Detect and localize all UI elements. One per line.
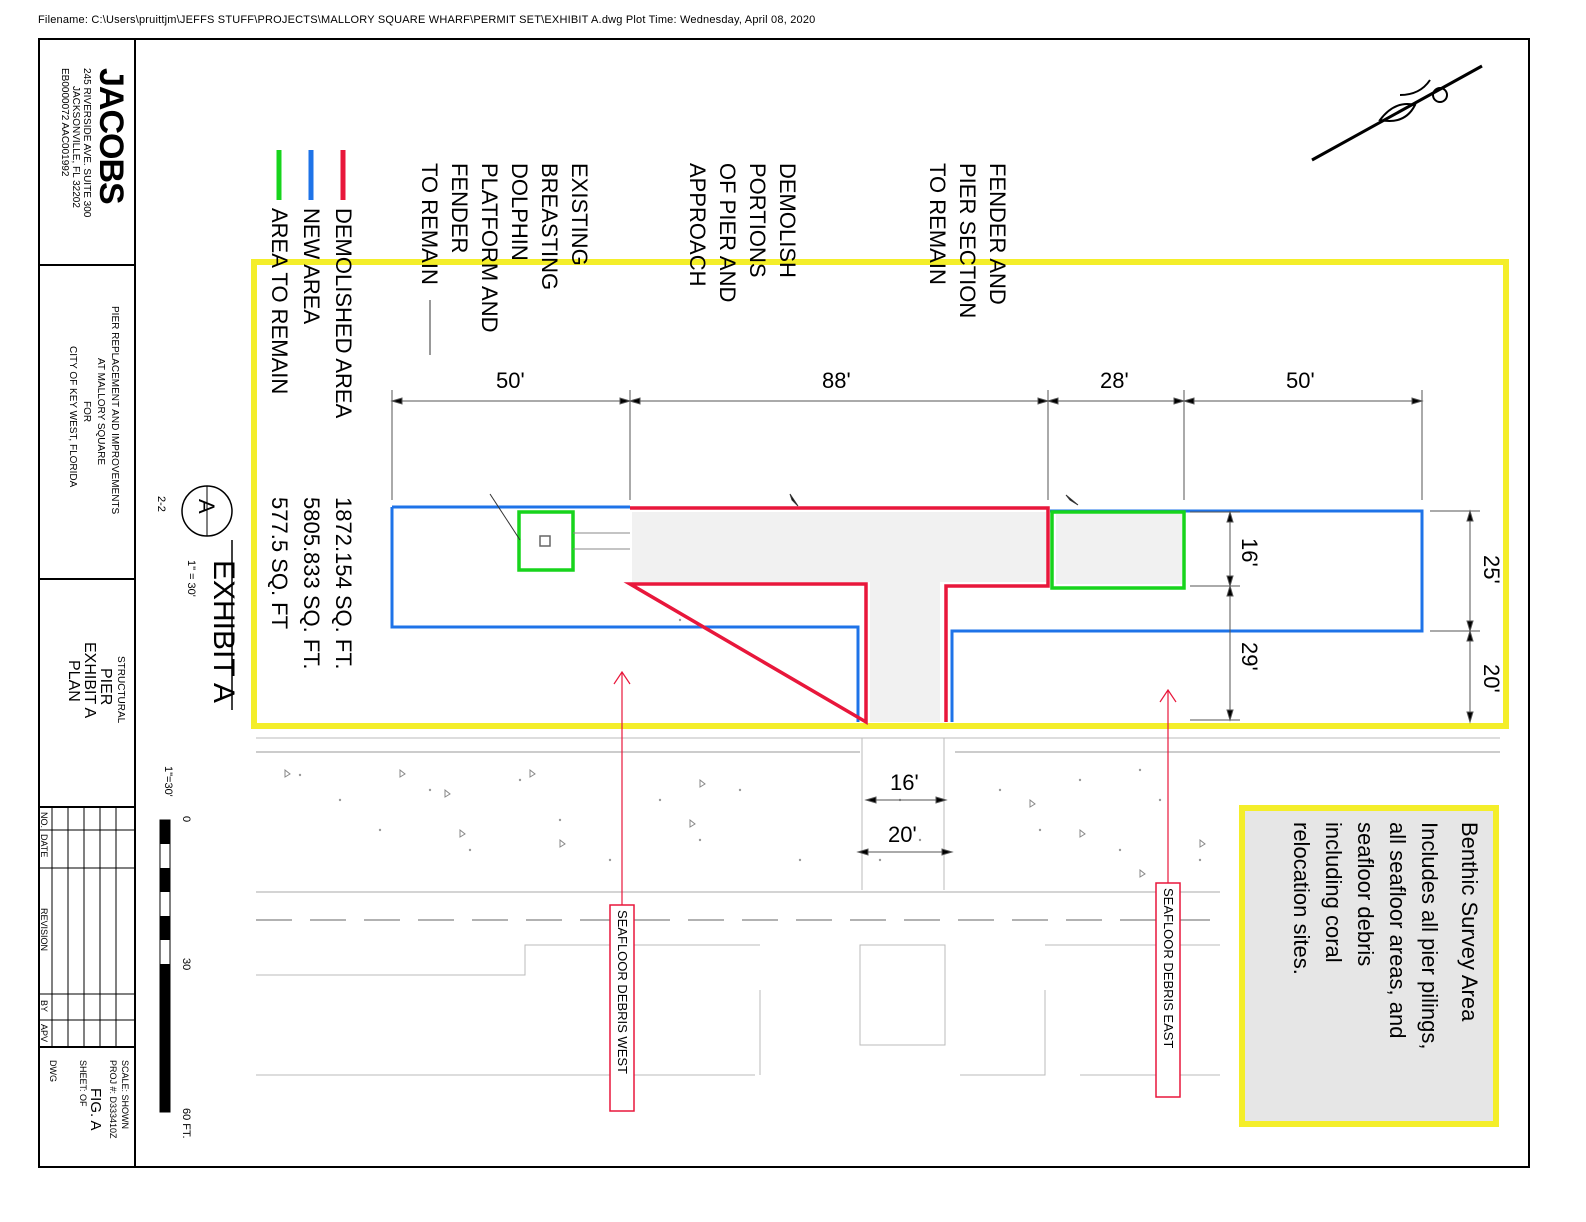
scalebar-label: 1"=30': [162, 766, 174, 797]
callout-breasting-4: PLATFORM AND: [477, 163, 502, 333]
benthic-line-4: including coral: [1321, 822, 1346, 963]
stipple-triangles: [284, 768, 1206, 878]
callout-leaders: [429, 300, 1079, 541]
scalebar-tick-0: 0: [180, 816, 192, 823]
callout-fender-pier-2: PIER SECTION: [955, 163, 980, 319]
callout-demolish-1: DEMOLISH: [775, 163, 800, 278]
new-area-outline: [390, 505, 1424, 722]
dim-29-depth: 29': [1237, 642, 1262, 671]
top-dimension-lines: [390, 390, 1424, 500]
bubble-sheet-ref: 2-2: [155, 496, 167, 512]
exhibit-title: EXHIBIT A: [207, 560, 240, 703]
dim-25-depth: 25': [1479, 555, 1504, 584]
seafloor-debris-west-label: SEAFLOOR DEBRIS WEST: [615, 910, 630, 1074]
callout-fender-pier-3: TO REMAIN: [925, 163, 950, 285]
callout-demolish-4: APPROACH: [685, 163, 710, 287]
exhibit-yellow-boundary: [251, 259, 1509, 729]
callout-breasting-6: TO REMAIN: [417, 163, 442, 285]
dim-20-depth: 20': [1479, 664, 1504, 693]
dolphin-pile: [539, 535, 551, 547]
filename-header: Filename: C:\Users\pruittjm\JEFFS STUFF\…: [38, 14, 816, 26]
scalebar-tick-60: 60 FT.: [180, 1108, 192, 1139]
dim-16-depth: 16': [1237, 538, 1262, 567]
benthic-survey-box: [1239, 805, 1499, 1127]
callout-breasting-5: FENDER: [447, 163, 472, 254]
title-block-revision-table: NO. DATE REVISION BY APV: [38, 808, 134, 1048]
pier-concrete-fill: [632, 512, 1182, 722]
title-block-logo-section: JACOBS 245 RIVERSIDE AVE. SUITE 300 JACK…: [38, 38, 134, 266]
approach-width-dimensions: [856, 796, 954, 856]
legend-value-remain: 577.5 SQ. FT: [267, 497, 292, 630]
benthic-line-1: Includes all pier pilings,: [1417, 822, 1442, 1050]
debris-arrows: [613, 670, 1177, 905]
drawing-sheet-border: [38, 38, 1530, 1168]
right-dimension-lines: [1190, 509, 1480, 724]
dim-50-east: 50': [1286, 368, 1315, 393]
callout-fender-pier-1: FENDER AND: [985, 163, 1010, 305]
legend-label-demolished: DEMOLISHED AREA: [331, 208, 356, 419]
benthic-title: Benthic Survey Area: [1457, 822, 1482, 1022]
title-block-sheet-title-section: STRUCTURAL PIER EXHIBIT A PLAN: [38, 580, 134, 808]
legend-label-remain: AREA TO REMAIN: [267, 208, 292, 395]
legend-value-demolished: 1872.154 SQ. FT.: [331, 497, 356, 670]
dim-28: 28': [1100, 368, 1129, 393]
bubble-letter: A: [194, 499, 219, 514]
scalebar-tick-30: 30: [180, 958, 192, 971]
exhibit-scale: 1" = 30': [185, 560, 197, 597]
callout-demolish-2: PORTIONS: [745, 163, 770, 278]
benthic-line-2: all seafloor areas, and: [1385, 822, 1410, 1039]
legend-label-new: NEW AREA: [299, 208, 324, 325]
benthic-line-5: relocation sites.: [1289, 822, 1314, 975]
dim-16-width: 16': [890, 770, 919, 795]
callout-breasting-2: BREASTING: [537, 163, 562, 291]
title-block: JACOBS 245 RIVERSIDE AVE. SUITE 300 JACK…: [38, 38, 136, 1168]
benthic-line-3: seafloor debris: [1353, 822, 1378, 967]
callout-breasting-3: DOLPHIN: [507, 163, 532, 261]
graphic-scale-bar: [159, 819, 171, 1113]
north-arrow-icon: [1311, 64, 1483, 162]
area-to-remain-east: [1050, 510, 1186, 590]
dim-20-width: 20': [888, 822, 917, 847]
revision-grid: [38, 808, 134, 1048]
shoreline-linework: [256, 737, 1500, 1076]
debris-west-label-box: [609, 904, 635, 1112]
callout-breasting-1: EXISTING: [567, 163, 592, 266]
callout-demolish-3: OF PIER AND: [715, 163, 740, 303]
legend-value-new: 5805.833 SQ. FT.: [299, 497, 324, 670]
dolphin-walkway: [573, 532, 630, 550]
dim-50-west: 50': [496, 368, 525, 393]
debris-east-label-box: [1155, 882, 1181, 1098]
seafloor-debris-east-label: SEAFLOOR DEBRIS EAST: [1161, 888, 1176, 1049]
area-to-remain-dolphin: [517, 510, 575, 572]
demolished-area-outline: [623, 506, 1050, 726]
title-block-project-section: PIER REPLACEMENT AND IMPROVEMENTS AT MAL…: [38, 266, 134, 580]
dim-88: 88': [822, 368, 851, 393]
